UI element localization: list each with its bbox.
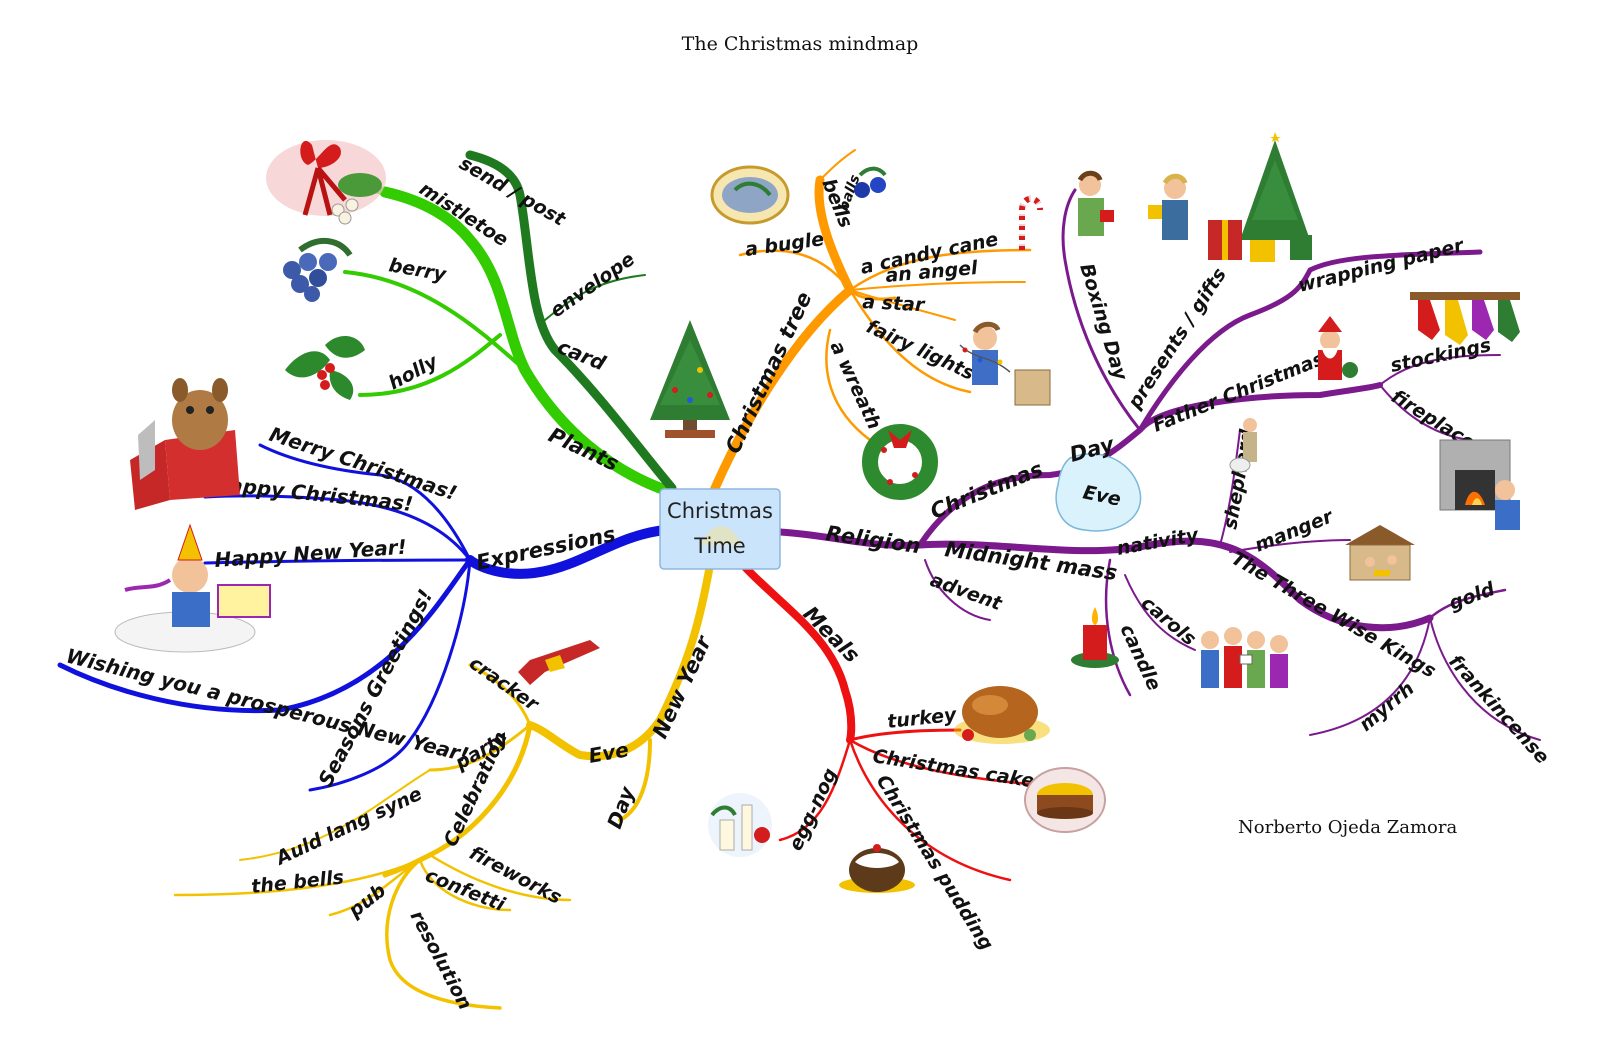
religion-label: Religion	[824, 521, 922, 558]
newyear-branch	[173, 561, 714, 1010]
midnight-mass-label: Midnight mass	[943, 537, 1118, 585]
bells-balls-icon	[854, 166, 887, 198]
card-branch	[465, 150, 677, 493]
eggnog-icon	[708, 793, 772, 857]
shepherd-icon	[1229, 418, 1257, 473]
fairy-lights-icon	[959, 321, 1051, 406]
boxing-day-label: Boxing Day	[1075, 261, 1132, 384]
new-year-label: New Year	[648, 631, 717, 742]
mindmap-title: The Christmas mindmap	[682, 33, 919, 55]
candle-icon	[1071, 607, 1119, 668]
boxing-day-icon	[1077, 170, 1188, 240]
cake-icon	[1024, 767, 1106, 833]
eve-bubble	[1055, 453, 1142, 532]
tree-branch	[707, 149, 1032, 500]
center-title-line2: Time	[693, 534, 745, 558]
tree-icon	[650, 320, 730, 438]
author-name: Norberto Ojeda Zamora	[1238, 817, 1457, 838]
egg-nog-label: egg-nog	[785, 765, 842, 854]
pudding-icon	[839, 844, 915, 893]
ny-eve-label: Eve	[587, 737, 631, 768]
fireplace-icon	[1439, 439, 1520, 530]
wishing-label: Wishing you a prosperous New Year!	[64, 644, 471, 767]
cracker-icon	[518, 640, 600, 685]
bugle-label: a bugle	[744, 228, 826, 261]
carols-label: carols	[1137, 592, 1200, 650]
mistletoe-icon	[266, 140, 386, 225]
frankincense-label: frankincense	[1444, 651, 1553, 769]
manger-icon	[1345, 525, 1415, 581]
the-bells-label: the bells	[250, 866, 345, 898]
turkey-icon	[954, 686, 1050, 744]
plants-label: Plants	[545, 423, 622, 476]
party-man-icon	[114, 523, 271, 653]
fairy-lights-label: fairy lights	[863, 316, 978, 385]
christmas-label: Christmas	[927, 457, 1046, 524]
seasons-greetings-label: Seasons Greetings!	[313, 585, 437, 790]
center-node[interactable]: Christmas Time	[659, 488, 781, 570]
nativity-label: nativity	[1115, 524, 1201, 560]
blueberries-icon	[283, 238, 353, 302]
candy-cane-icon	[1019, 195, 1043, 250]
envelope-label: envelope	[546, 248, 639, 322]
manger-label: manger	[1252, 505, 1338, 557]
ornament-icon	[710, 165, 790, 225]
happy-new-year-label: Happy New Year!	[214, 535, 408, 572]
wreath-label: a wreath	[825, 338, 885, 433]
center-title-line1: Christmas	[667, 499, 773, 523]
advent-label: advent	[927, 569, 1005, 615]
gold-label: gold	[1446, 578, 1498, 615]
stockings-icon	[1410, 292, 1520, 345]
presents-tree-icon	[1208, 132, 1312, 262]
card-label: card	[554, 334, 610, 375]
pub-label: pub	[344, 880, 390, 923]
expressions-branch	[57, 443, 670, 792]
star-label: a star	[862, 291, 927, 316]
stockings-label: stockings	[1388, 334, 1493, 377]
gift-dog-icon	[130, 378, 240, 510]
holly-icon	[285, 335, 365, 400]
myrrh-label: myrrh	[1355, 678, 1419, 736]
carolers-icon	[1201, 627, 1288, 688]
meals-branch	[726, 546, 1042, 882]
auld-lang-syne-label: Auld lang syne	[271, 783, 426, 871]
wreath-icon	[862, 424, 938, 500]
father-christmas-label: Father Christmas	[1150, 348, 1328, 437]
berry-label: berry	[387, 254, 449, 286]
religion-branch	[776, 188, 1541, 741]
christmas-tree-label: Christmas tree	[721, 288, 817, 457]
father-christmas-icon	[1318, 316, 1358, 380]
resolution-label: resolution	[406, 907, 477, 1013]
